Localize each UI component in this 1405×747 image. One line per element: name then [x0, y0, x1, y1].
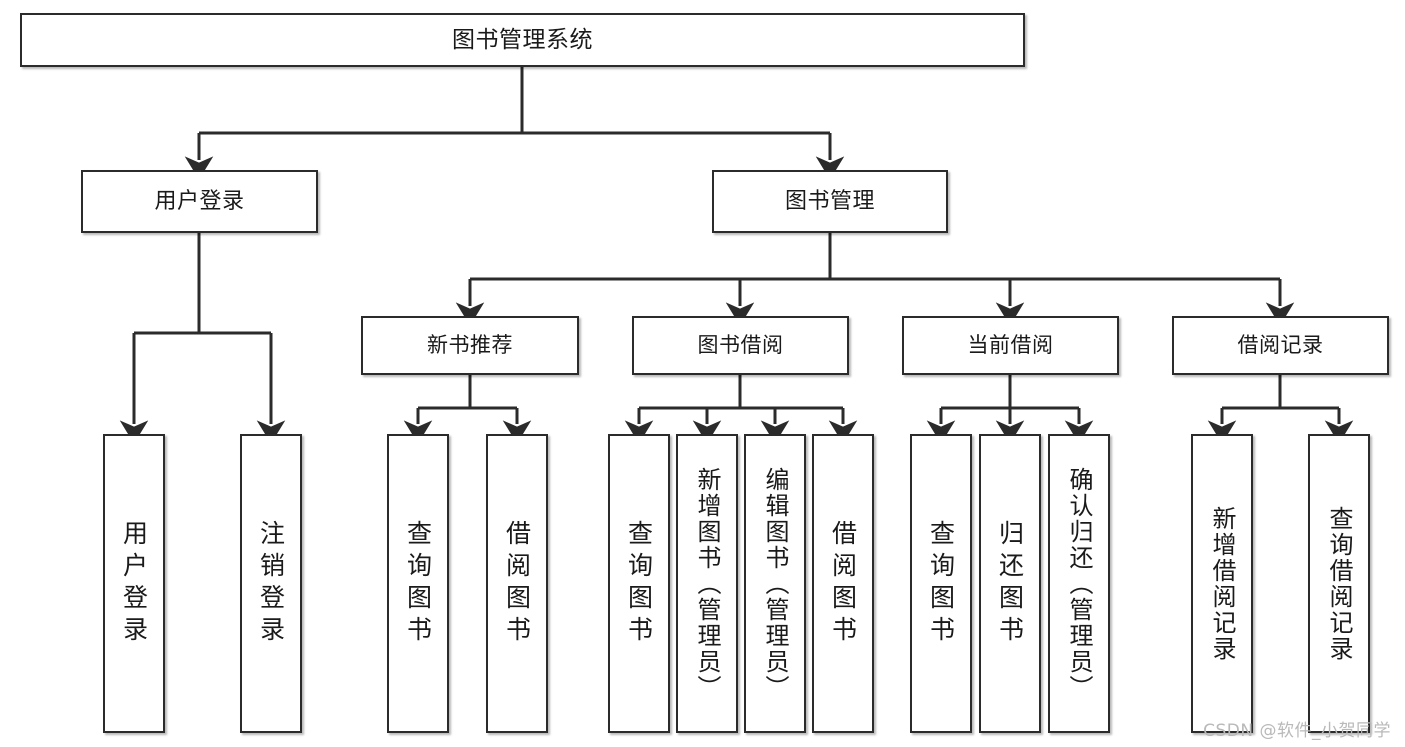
node-label: 借阅图书 — [502, 519, 532, 648]
node-label: 查询图书 — [624, 519, 654, 648]
node-leaf-query-book-recommend[interactable]: 查询图书 — [387, 434, 449, 733]
node-label: 新增图书（管理员） — [693, 466, 721, 701]
node-label: 借阅图书 — [828, 519, 858, 648]
node-label: 新书推荐 — [427, 333, 513, 358]
node-book-borrow[interactable]: 图书借阅 — [632, 316, 849, 375]
node-label: 确认归还（管理员） — [1065, 466, 1093, 701]
node-label: 图书借阅 — [697, 333, 784, 358]
node-label: 图书管理 — [784, 188, 875, 214]
node-label: 查询图书 — [403, 519, 433, 648]
node-leaf-return-book[interactable]: 归还图书 — [979, 434, 1041, 733]
node-label: 用户登录 — [154, 188, 245, 214]
node-label: 归还图书 — [995, 519, 1025, 648]
node-current-borrow[interactable]: 当前借阅 — [902, 316, 1119, 375]
node-leaf-borrow-book[interactable]: 借阅图书 — [812, 434, 874, 733]
node-label: 当前借阅 — [967, 333, 1054, 358]
node-user-login[interactable]: 用户登录 — [81, 170, 318, 233]
node-leaf-confirm-return-admin[interactable]: 确认归还（管理员） — [1048, 434, 1110, 733]
node-leaf-add-borrow-record[interactable]: 新增借阅记录 — [1191, 434, 1253, 733]
node-leaf-logout[interactable]: 注销登录 — [240, 434, 302, 733]
node-root-book-management-system[interactable]: 图书管理系统 — [20, 13, 1025, 67]
node-book-management[interactable]: 图书管理 — [712, 170, 948, 233]
node-label: 用户登录 — [119, 519, 149, 648]
node-leaf-user-login[interactable]: 用户登录 — [103, 434, 165, 733]
node-borrow-record[interactable]: 借阅记录 — [1172, 316, 1389, 375]
node-leaf-borrow-book-recommend[interactable]: 借阅图书 — [486, 434, 548, 733]
node-leaf-query-book-current[interactable]: 查询图书 — [910, 434, 972, 733]
node-label: 图书管理系统 — [452, 26, 593, 53]
node-label: 借阅记录 — [1237, 333, 1324, 358]
node-leaf-query-borrow-record[interactable]: 查询借阅记录 — [1308, 434, 1370, 733]
node-leaf-add-book-admin[interactable]: 新增图书（管理员） — [676, 434, 738, 733]
node-label: 新增借阅记录 — [1208, 505, 1236, 662]
node-label: 注销登录 — [256, 519, 286, 648]
node-label: 查询借阅记录 — [1325, 505, 1353, 662]
node-label: 编辑图书（管理员） — [761, 466, 789, 701]
node-new-book-recommend[interactable]: 新书推荐 — [361, 316, 579, 375]
node-leaf-query-book-borrow[interactable]: 查询图书 — [608, 434, 670, 733]
node-label: 查询图书 — [926, 519, 956, 648]
watermark: CSDN @软件_小贺同学 — [1203, 721, 1391, 741]
node-leaf-edit-book-admin[interactable]: 编辑图书（管理员） — [744, 434, 806, 733]
